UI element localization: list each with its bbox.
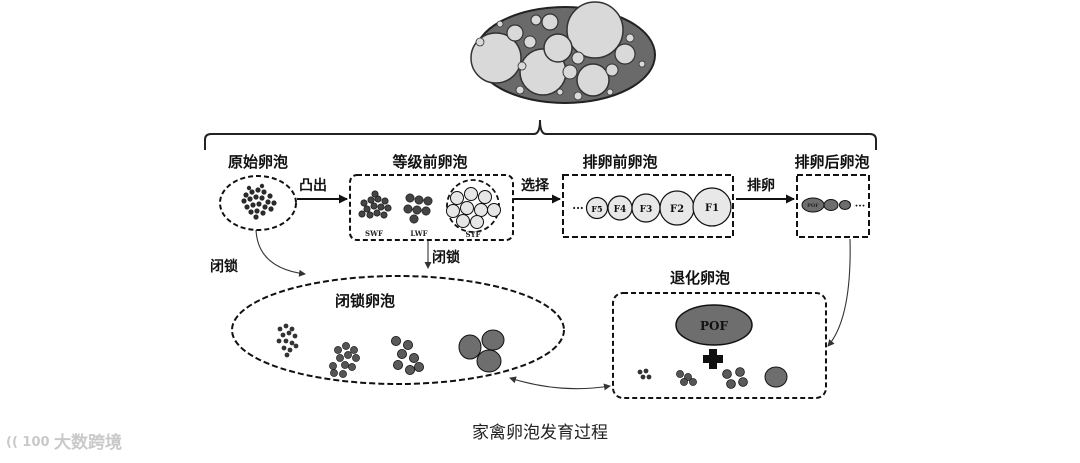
follicle-f2: F2 — [659, 190, 695, 226]
atretic-follicle-node — [231, 275, 565, 385]
svg-text:F4: F4 — [614, 205, 627, 215]
arrow-post-to-regress — [827, 238, 851, 347]
watermark: (( 100 大数跨境 — [6, 432, 122, 453]
arrow-atretic-regress — [509, 376, 611, 391]
watermark-text: 大数跨境 — [54, 432, 122, 453]
follicle-f4: F4 — [607, 195, 633, 221]
label-postovulatory: 排卵后卵泡 — [794, 153, 869, 171]
postovulatory-follicle-node: POF ··· — [796, 174, 870, 238]
regress-cluster-3 — [722, 367, 748, 389]
syf-cluster — [446, 179, 501, 233]
arrow-label-atresia-left: 闭锁 — [210, 258, 238, 275]
size-label-syf: SYF — [465, 230, 480, 239]
arrow-label-protrude: 凸出 — [299, 177, 327, 194]
size-label-lwf: LWF — [410, 229, 427, 238]
pof-small-label: POF — [807, 203, 819, 209]
watermark-logo: (( 100 — [6, 435, 50, 450]
atretic-cluster-3 — [390, 335, 424, 375]
follicle-f3: F3 — [631, 193, 661, 223]
arrow-label-atresia-mid: 闭锁 — [432, 249, 460, 266]
atretic-cluster-2 — [329, 342, 360, 378]
svg-text:F3: F3 — [640, 205, 653, 215]
arrow-label-ovulate: 排卵 — [747, 177, 775, 194]
primordial-cluster — [241, 183, 277, 220]
label-prehierarchal: 等级前卵泡 — [392, 153, 467, 171]
preovulatory-follicle-node: ··· F5 F4 F3 F2 F1 — [562, 174, 734, 238]
pof-large-label: POF — [700, 319, 728, 333]
svg-text:F5: F5 — [591, 204, 602, 214]
atretic-cluster-1 — [276, 323, 299, 358]
pof-ellipsis: ··· — [855, 201, 865, 212]
prehierarchal-follicle-node: SWF LWF SYF — [349, 174, 514, 241]
label-preovulatory: 排卵前卵泡 — [582, 153, 657, 171]
size-label-swf: SWF — [365, 229, 383, 238]
follicle-f5: F5 — [585, 196, 609, 220]
ovary-illustration — [470, 1, 656, 104]
atretic-cluster-4 — [458, 329, 505, 373]
follicle-ellipsis: ··· — [572, 202, 584, 215]
arrow-atresia-left — [255, 229, 306, 277]
primordial-follicle-node — [219, 175, 297, 231]
follicle-f1: F1 — [692, 187, 732, 227]
regress-cluster-2 — [676, 370, 697, 386]
figure-caption: 家禽卵泡发育过程 — [472, 423, 608, 443]
svg-text:F2: F2 — [670, 204, 684, 215]
regress-cluster-1 — [637, 368, 652, 380]
regressing-follicle-node: POF — [612, 292, 827, 399]
swf-cluster — [358, 190, 392, 219]
label-atretic: 闭锁卵泡 — [335, 292, 395, 310]
plus-icon — [703, 349, 723, 369]
label-primordial: 原始卵泡 — [228, 153, 288, 171]
arrow-label-select: 选择 — [521, 177, 550, 194]
regress-cluster-4 — [764, 366, 788, 388]
label-regressing: 退化卵泡 — [670, 269, 730, 287]
svg-text:F1: F1 — [705, 203, 719, 214]
lwf-cluster — [403, 193, 433, 224]
top-bracket — [204, 119, 877, 150]
